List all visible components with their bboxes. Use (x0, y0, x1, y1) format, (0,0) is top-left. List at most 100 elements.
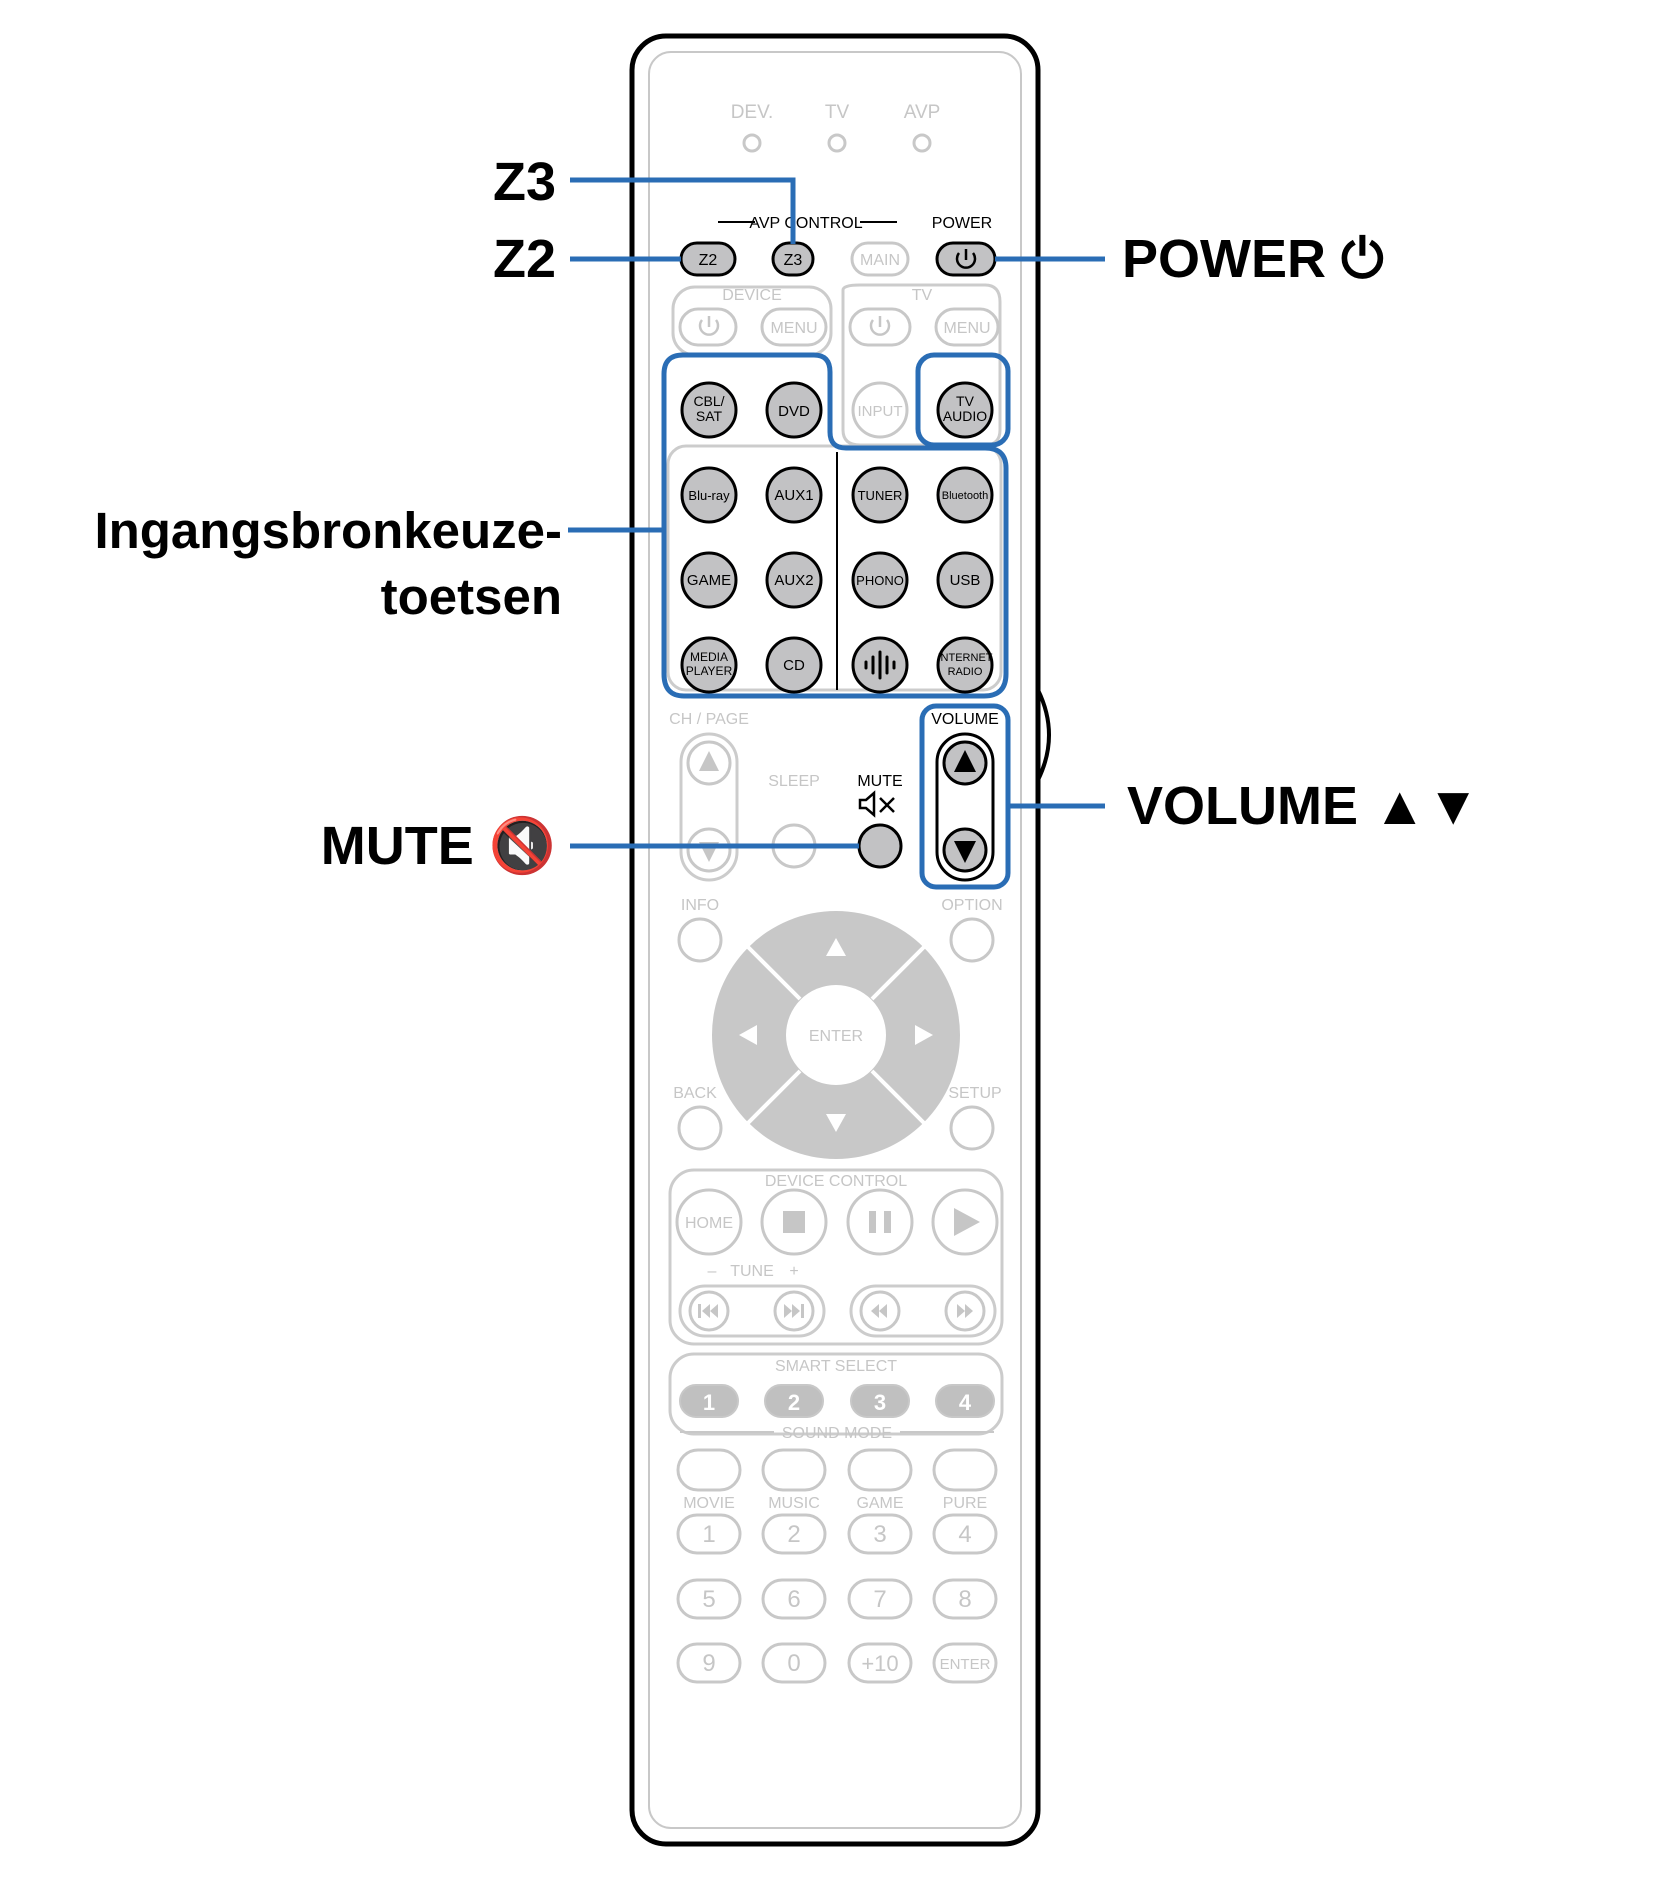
device-control-title: DEVICE CONTROL (765, 1173, 907, 1190)
internet-radio-button[interactable]: INTERNET RADIO (936, 636, 994, 694)
rewind-button[interactable] (859, 1290, 901, 1332)
sound-mode-game-button[interactable] (847, 1448, 913, 1492)
play-button[interactable] (931, 1188, 999, 1256)
num-6-button[interactable]: 6 (761, 1578, 827, 1620)
previous-button[interactable] (688, 1290, 730, 1332)
next-button[interactable] (773, 1290, 815, 1332)
device-menu-label: MENU (770, 320, 817, 337)
internet-radio-label-2: RADIO (948, 666, 983, 678)
bluray-button[interactable]: Blu-ray (680, 466, 738, 524)
callout-z3: Z3 (493, 152, 556, 212)
dvd-button[interactable]: DVD (765, 381, 823, 439)
num-4-label: 4 (958, 1521, 971, 1548)
tv-menu-button[interactable]: MENU (934, 307, 1000, 347)
z2-button[interactable]: Z2 (679, 241, 737, 277)
phono-button[interactable]: PHONO (851, 551, 909, 609)
num-plus10-button[interactable]: +10 (847, 1642, 913, 1684)
tuner-button[interactable]: TUNER (851, 466, 909, 524)
num-1-label: 1 (702, 1521, 715, 1548)
sound-mode-movie-button[interactable] (676, 1448, 742, 1492)
indicator-row: DEV. TV AVP (731, 102, 940, 153)
num-4-button[interactable]: 4 (932, 1513, 998, 1555)
input-source-grid: CBL/ SAT DVD TV AUDIO Blu-ray AUX1 TUNER… (666, 381, 1003, 694)
device-menu-button[interactable]: MENU (760, 307, 828, 347)
z3-button[interactable]: Z3 (771, 241, 815, 277)
back-button[interactable] (677, 1105, 723, 1151)
aux1-button[interactable]: AUX1 (765, 466, 823, 524)
enter-button[interactable] (786, 985, 886, 1085)
power-button[interactable] (935, 241, 997, 277)
tv-section: TV MENU INPUT (841, 283, 1002, 447)
enter-label: ENTER (809, 1028, 863, 1045)
home-button[interactable]: HOME (675, 1188, 743, 1256)
tv-input-label: INPUT (858, 403, 903, 420)
device-power-icon (698, 316, 720, 336)
num-2-button[interactable]: 2 (761, 1513, 827, 1555)
bluetooth-button[interactable]: Bluetooth (936, 466, 994, 524)
smart-select-1-label: 1 (703, 1390, 715, 1415)
cursor-divider-nw (746, 945, 802, 1001)
usb-button[interactable]: USB (936, 551, 994, 609)
tv-input-button[interactable]: INPUT (851, 381, 909, 439)
cursor-up-icon[interactable] (826, 938, 846, 956)
power-icon (955, 249, 977, 269)
cd-button[interactable]: CD (765, 636, 823, 694)
volume-down-button[interactable] (942, 827, 988, 873)
num-5-button[interactable]: 5 (676, 1578, 742, 1620)
heos-button[interactable] (851, 636, 909, 694)
smart-select-2-label: 2 (788, 1390, 800, 1415)
smart-select-2-button[interactable]: 2 (764, 1384, 824, 1418)
internet-radio-label-1: INTERNET (938, 652, 993, 664)
media-player-button[interactable]: MEDIA PLAYER (680, 636, 738, 694)
callout-z2: Z2 (493, 229, 556, 289)
main-button[interactable]: MAIN (850, 241, 910, 277)
indicator-label-dev: DEV. (731, 102, 774, 123)
device-power-button[interactable] (678, 307, 738, 347)
tune-pill-right (849, 1284, 997, 1338)
cursor-left-icon[interactable] (739, 1025, 757, 1045)
stop-button[interactable] (760, 1188, 828, 1256)
cd-label: CD (783, 657, 805, 674)
z3-leader (570, 177, 796, 244)
num-8-button[interactable]: 8 (932, 1578, 998, 1620)
volume-rocker (935, 732, 995, 882)
skip-back-icon (698, 1304, 718, 1318)
num-1-button[interactable]: 1 (676, 1513, 742, 1555)
callout-inputs-line2: toetsen (381, 568, 562, 625)
indicator-tv-led (827, 133, 847, 153)
indicator-label-tv: TV (825, 102, 850, 123)
cursor-right-icon[interactable] (915, 1025, 933, 1045)
cursor-down-icon[interactable] (826, 1114, 846, 1132)
callout-mute: MUTE 🔇 (321, 815, 556, 876)
aux2-button[interactable]: AUX2 (765, 551, 823, 609)
smart-select-4-button[interactable]: 4 (935, 1384, 995, 1418)
num-3-button[interactable]: 3 (847, 1513, 913, 1555)
fast-forward-button[interactable] (944, 1290, 986, 1332)
smart-select-3-button[interactable]: 3 (850, 1384, 910, 1418)
cbl-sat-button[interactable]: CBL/ SAT (680, 381, 738, 439)
sound-mode-pure-button[interactable] (932, 1448, 998, 1492)
indicator-avp-led (912, 133, 932, 153)
info-button[interactable] (677, 917, 723, 963)
ch-page-up-button[interactable] (686, 740, 732, 786)
num-0-button[interactable]: 0 (761, 1642, 827, 1684)
num-7-button[interactable]: 7 (847, 1578, 913, 1620)
game-button[interactable]: GAME (680, 551, 738, 609)
num-3-label: 3 (873, 1521, 886, 1548)
num-9-button[interactable]: 9 (676, 1642, 742, 1684)
num-enter-label: ENTER (940, 1656, 991, 1673)
number-pad: 1 2 3 4 5 6 7 8 9 0 +10 ENTER (676, 1513, 998, 1684)
sound-mode-music-button[interactable] (761, 1448, 827, 1492)
tune-minus-label: – (708, 1263, 717, 1280)
tv-audio-button[interactable]: TV AUDIO (936, 381, 994, 439)
ch-page-down-button[interactable] (686, 827, 732, 873)
num-enter-button[interactable]: ENTER (932, 1642, 998, 1684)
tv-power-button[interactable] (848, 307, 912, 347)
option-button[interactable] (949, 917, 995, 963)
smart-select-1-button[interactable]: 1 (679, 1384, 739, 1418)
pause-button[interactable] (846, 1188, 914, 1256)
volume-up-button[interactable] (942, 740, 988, 786)
cbl-sat-label-2: SAT (696, 408, 723, 424)
mute-button[interactable] (857, 823, 903, 869)
setup-button[interactable] (949, 1105, 995, 1151)
